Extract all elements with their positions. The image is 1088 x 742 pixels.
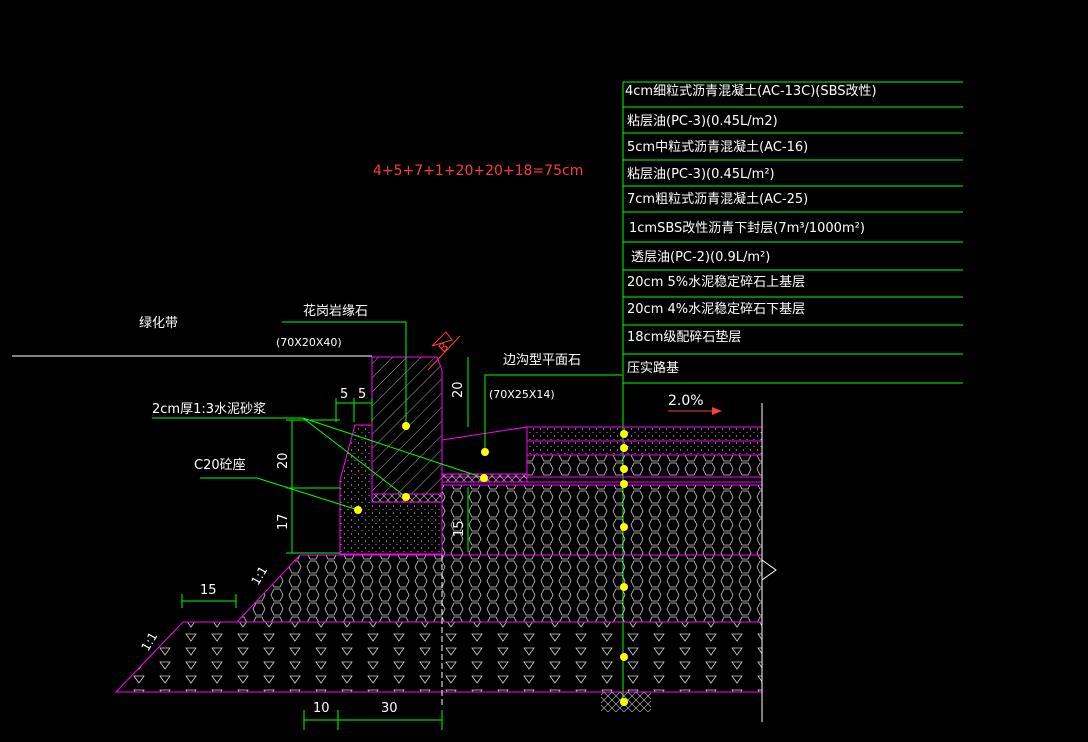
- layer-asphalt-ac13: [526, 426, 763, 442]
- dim-20-curb: 20: [451, 381, 466, 398]
- layer-8-text: 20cm 5%水泥稳定碎石上基层: [627, 274, 805, 290]
- slope-percent: 2.0%: [668, 393, 704, 409]
- curb-size-label: (70X20X40): [276, 336, 342, 349]
- layer-10-text: 18cm级配碎石垫层: [627, 329, 741, 345]
- dim-10: 10: [313, 701, 330, 716]
- layer-asphalt-ac25: [526, 454, 763, 478]
- gutter-size-label: (70X25X14): [489, 388, 555, 401]
- dim-30: 30: [381, 701, 398, 716]
- layer-base-upper: [441, 484, 763, 556]
- section-mark: [427, 331, 461, 371]
- dim-17: 17: [276, 513, 291, 530]
- layer-3-text: 5cm中粒式沥青混凝土(AC-16): [627, 139, 808, 155]
- layer-1-text: 4cm细粒式沥青混凝土(AC-13C)(SBS改性): [625, 83, 877, 99]
- layer-6-text: 1cmSBS改性沥青下封层(7m³/1000m²): [629, 221, 865, 236]
- layer-9-text: 20cm 4%水泥稳定碎石下基层: [627, 301, 805, 317]
- total-thickness-formula: 4+5+7+1+20+20+18=75cm: [373, 163, 583, 179]
- dim-5-a: 5: [340, 387, 348, 402]
- layer-base-lower: [235, 554, 763, 623]
- dim-15-bottom: 15: [200, 583, 217, 598]
- layer-5-text: 7cm粗粒式沥青混凝土(AC-25): [627, 191, 808, 207]
- gutter-stone-label: 边沟型平面石: [503, 353, 581, 368]
- mortar-label: 2cm厚1:3水泥砂浆: [152, 402, 266, 417]
- curb-stone-label: 花岗岩缘石: [303, 303, 368, 319]
- layer-7-text: 透层油(PC-2)(0.9L/m²): [631, 250, 770, 265]
- node-points: [354, 422, 628, 706]
- green-belt-label: 绿化带: [139, 316, 178, 331]
- dimension-lines: [181, 357, 469, 730]
- layer-2-text: 粘层油(PC-3)(0.45L/m2): [627, 114, 778, 129]
- dim-20-left: 20: [276, 452, 291, 469]
- layer-subbase-bottom: [114, 621, 763, 693]
- layer-4-text: 粘层油(PC-3)(0.45L/m²): [627, 167, 775, 182]
- dim-5-b: 5: [358, 387, 366, 402]
- concrete-base-label: C20砼座: [194, 458, 246, 473]
- layer-asphalt-ac16: [526, 440, 763, 456]
- slope-ratio-b: 1:1: [248, 564, 270, 588]
- layer-11-text: 压实路基: [627, 360, 679, 376]
- dim-15-gutter: 15: [452, 520, 467, 537]
- section-mark-b: B: [436, 339, 452, 355]
- leader-lines: [152, 321, 622, 511]
